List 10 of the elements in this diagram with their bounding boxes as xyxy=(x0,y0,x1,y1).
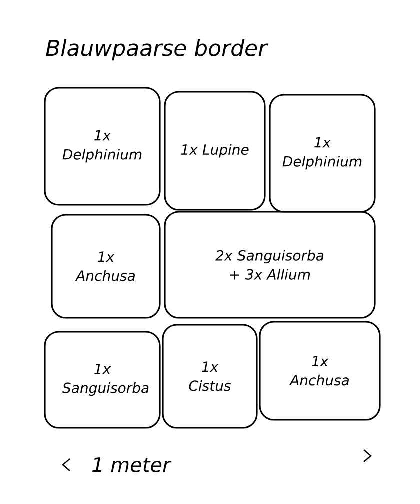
title: Blauwpaarse border xyxy=(46,39,268,61)
bed-box: 2x Sanguisorba + 3x Allium xyxy=(164,211,376,319)
bed-box: 1x Anchusa xyxy=(51,214,161,319)
bed-box: 1x Lupine xyxy=(164,91,266,211)
bed-box: 1x Sanguisorba xyxy=(44,331,161,429)
bed-box: 1x Cistus xyxy=(162,324,258,429)
bed-box: 1x Anchusa xyxy=(259,321,381,421)
dimension-label: 1 meter xyxy=(92,458,172,472)
bed-box: 1x Delphinium xyxy=(269,94,376,213)
bed-box: 1x Delphinium xyxy=(44,87,161,206)
